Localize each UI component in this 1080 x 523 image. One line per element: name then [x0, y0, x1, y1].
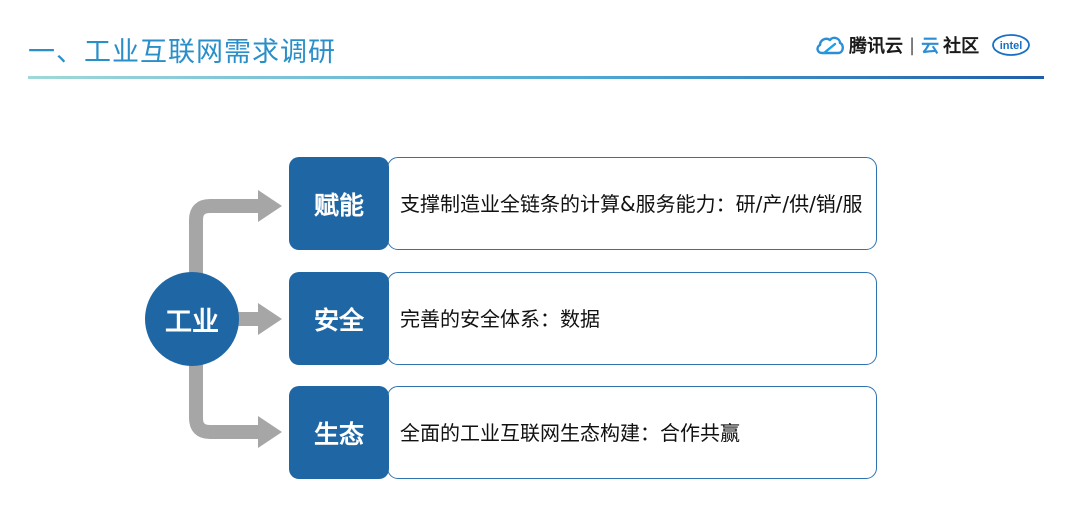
branch-description-security: 完善的安全体系：数据 [387, 272, 877, 365]
brand-logos: 腾讯云 | 云 社区 intel [815, 30, 1031, 60]
description-text: 完善的安全体系：数据 [400, 306, 600, 331]
arrow-to-ecosystem [189, 362, 262, 439]
arrow-to-empower [189, 199, 262, 276]
tencent-cloud-logo-icon [816, 36, 844, 55]
intel-logo-icon: intel [992, 34, 1030, 56]
branch-label-security: 安全 [289, 272, 389, 365]
brand-cloud-char: 云 [921, 36, 940, 57]
description-text: 支撑制造业全链条的计算&服务能力：研/产/供/销/服 [400, 191, 863, 216]
description-text: 全面的工业互联网生态构建：合作共赢 [400, 420, 740, 445]
brand-separator: | [909, 34, 916, 56]
brand-name: 腾讯云 [849, 36, 903, 57]
center-node-industry: 工业 [145, 272, 239, 366]
branch-label-empower: 赋能 [289, 157, 389, 250]
branch-label-ecosystem: 生态 [289, 386, 389, 479]
page-title: 一、工业互联网需求调研 [28, 37, 336, 68]
arrow-head-ecosystem [258, 416, 282, 448]
branch-description-empower: 支撑制造业全链条的计算&服务能力：研/产/供/销/服 [387, 157, 877, 250]
brand-community: 社区 [943, 36, 980, 57]
arrow-head-security [258, 303, 282, 335]
header-divider [28, 76, 1044, 79]
intel-logo-text: intel [1000, 40, 1023, 52]
arrow-head-empower [258, 190, 282, 222]
branch-description-ecosystem: 全面的工业互联网生态构建：合作共赢 [387, 386, 877, 479]
